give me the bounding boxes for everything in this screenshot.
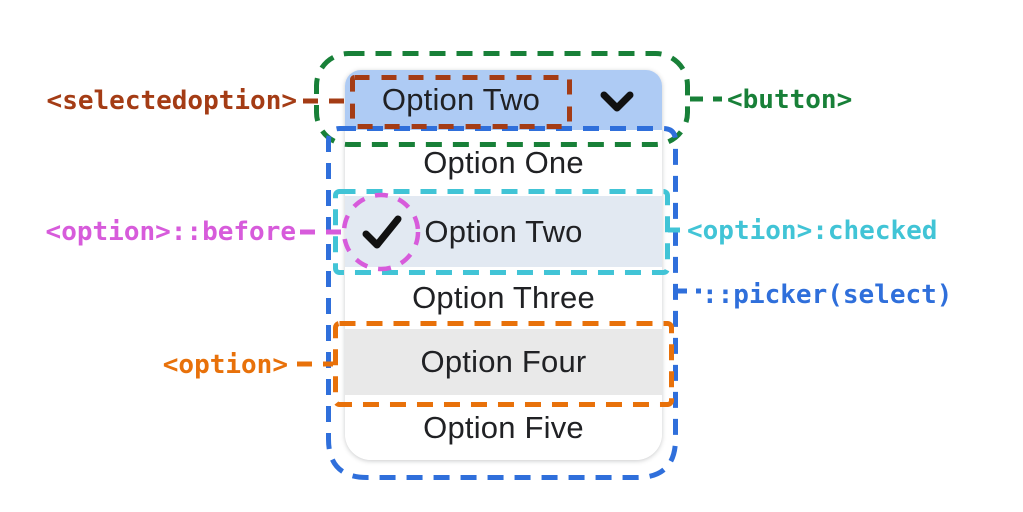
option-label: Option Three xyxy=(412,280,595,315)
select-button[interactable]: Option Two xyxy=(345,70,662,130)
option-checked-label: <option>:checked xyxy=(687,216,938,246)
option-two-checked[interactable]: Option Two xyxy=(345,196,662,267)
button-label: <button> xyxy=(727,85,853,115)
option-label-annotation: <option> xyxy=(162,350,288,380)
select-picker-popup: Option One Option Two Option Three Optio… xyxy=(345,130,662,460)
checkmark-icon xyxy=(362,215,402,248)
select-widget: Option Two Option One Option Two Option … xyxy=(345,70,662,460)
option-one[interactable]: Option One xyxy=(345,130,662,196)
picker-label: ::picker(select) xyxy=(702,280,953,310)
option-label: Option Two xyxy=(424,213,583,249)
option-before-label: <option>::before xyxy=(45,217,296,247)
option-label: Option Four xyxy=(420,344,587,379)
option-label: Option Five xyxy=(423,409,584,445)
option-label: Option One xyxy=(423,145,584,180)
chevron-down-icon xyxy=(600,91,634,112)
selectedoption-label: <selectedoption> xyxy=(46,86,297,116)
option-four[interactable]: Option Four xyxy=(345,329,662,395)
option-three[interactable]: Option Three xyxy=(345,267,662,329)
selected-option-text: Option Two xyxy=(381,82,541,117)
option-five[interactable]: Option Five xyxy=(345,395,662,460)
